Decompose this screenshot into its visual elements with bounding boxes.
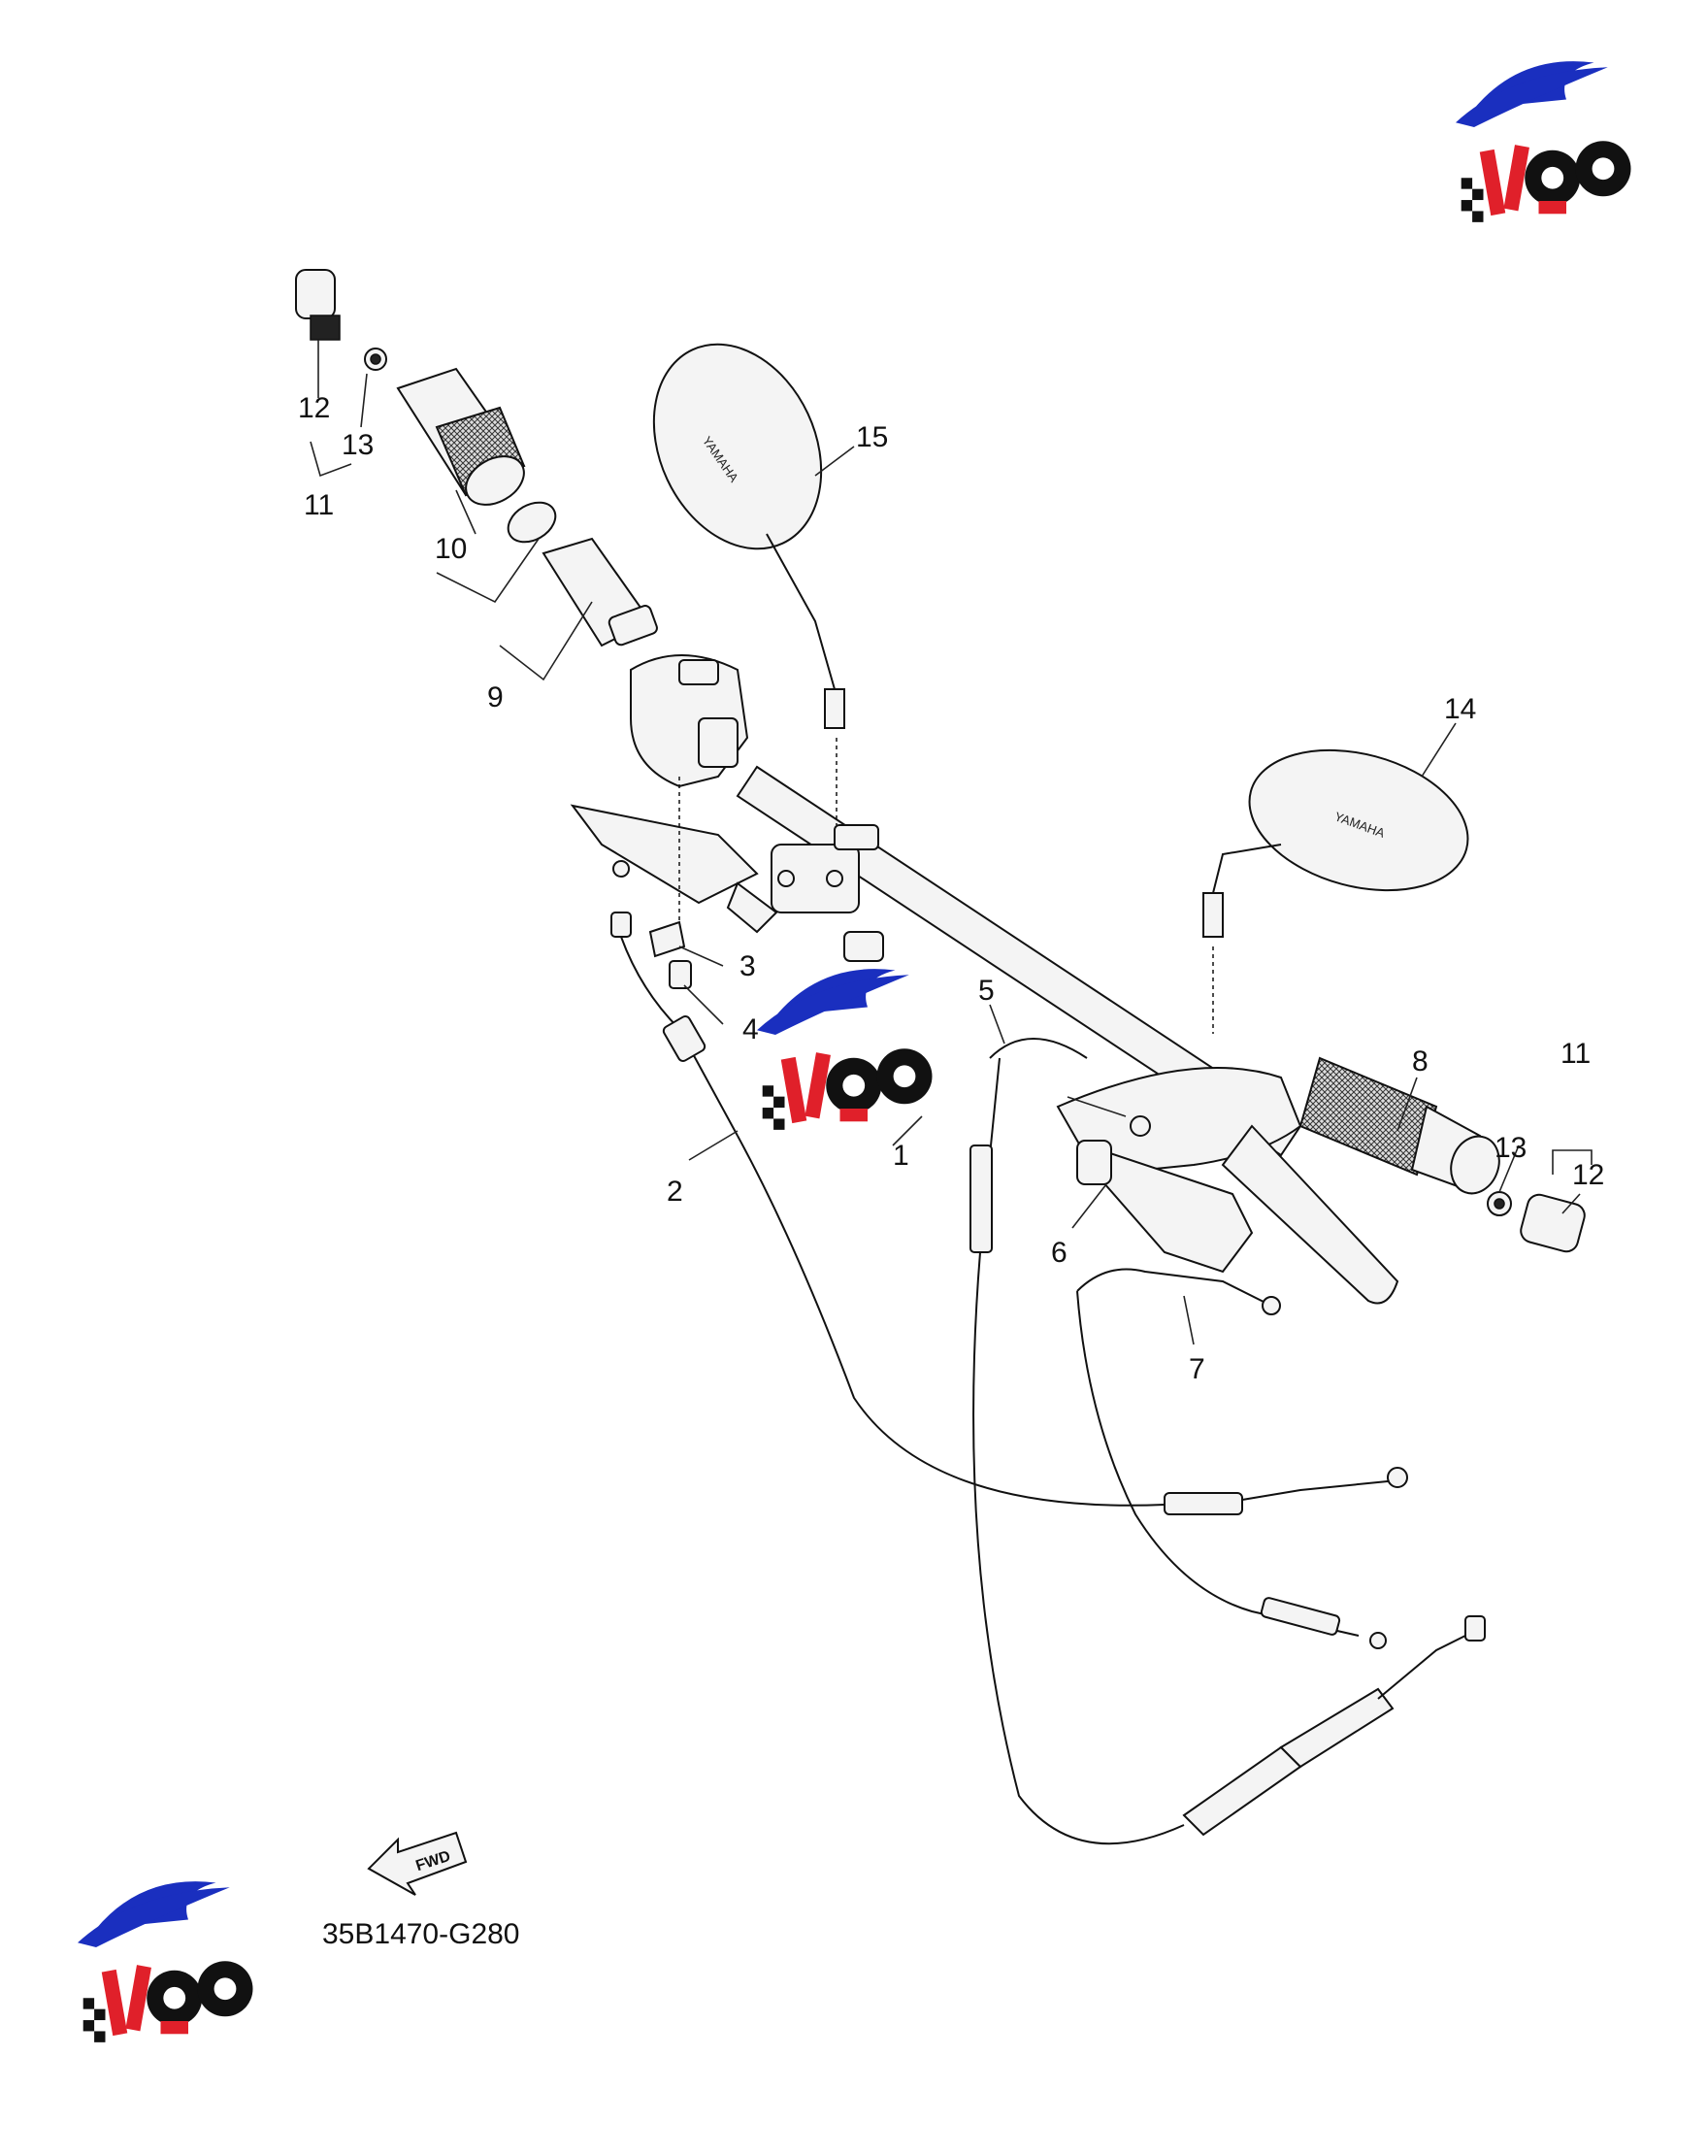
callout-13-left: 13 xyxy=(342,429,374,461)
right-grip xyxy=(1298,1056,1500,1195)
callout-15: 15 xyxy=(856,421,888,453)
watermark-logo-top-right xyxy=(1456,61,1631,222)
callout-8: 8 xyxy=(1412,1045,1429,1078)
watermark-logo-bottom-left xyxy=(78,1881,253,2042)
clamp-screws xyxy=(648,777,1151,1137)
callout-2: 2 xyxy=(667,1176,683,1208)
callout-12-right: 12 xyxy=(1572,1159,1604,1191)
callout-7: 7 xyxy=(1189,1353,1205,1385)
callout-4: 4 xyxy=(742,1013,759,1045)
right-grip-end xyxy=(1487,1191,1586,1253)
callout-11-left: 11 xyxy=(304,489,334,521)
left-grip-end xyxy=(295,269,387,371)
switch-housing xyxy=(630,654,749,788)
leader-lines xyxy=(310,340,1593,1345)
callout-1: 1 xyxy=(893,1140,909,1172)
brake-master-cylinder xyxy=(570,804,884,962)
clutch-lever xyxy=(1221,1124,1399,1305)
callout-12-left: 12 xyxy=(298,392,330,424)
part-code: 35B1470-G280 xyxy=(322,1918,520,1950)
left-grip xyxy=(396,367,557,544)
callout-13-right: 13 xyxy=(1494,1132,1527,1164)
callout-14: 14 xyxy=(1444,693,1476,725)
callout-5: 5 xyxy=(978,975,995,1007)
throttle-tube xyxy=(542,537,658,647)
fwd-arrow-icon: FWD xyxy=(367,1831,468,1896)
callout-10: 10 xyxy=(435,533,467,565)
cable-2 xyxy=(610,860,1408,1515)
mirror-right: YAMAHA xyxy=(1202,748,1469,1034)
throttle-housing xyxy=(1076,1140,1254,1274)
cable-5 xyxy=(969,1038,1486,1845)
callout-11-right: 11 xyxy=(1560,1038,1591,1070)
mirror-left: YAMAHA xyxy=(652,343,845,825)
callout-3: 3 xyxy=(739,950,756,982)
cable-7 xyxy=(1076,1268,1387,1649)
watermark-logo-center xyxy=(757,969,933,1130)
callout-9: 9 xyxy=(487,681,504,713)
handlebar xyxy=(736,765,1302,1177)
callout-labels: 1 2 3 4 5 6 7 8 9 10 11 11 12 12 13 13 1… xyxy=(298,392,1604,1385)
callout-6: 6 xyxy=(1051,1237,1068,1269)
